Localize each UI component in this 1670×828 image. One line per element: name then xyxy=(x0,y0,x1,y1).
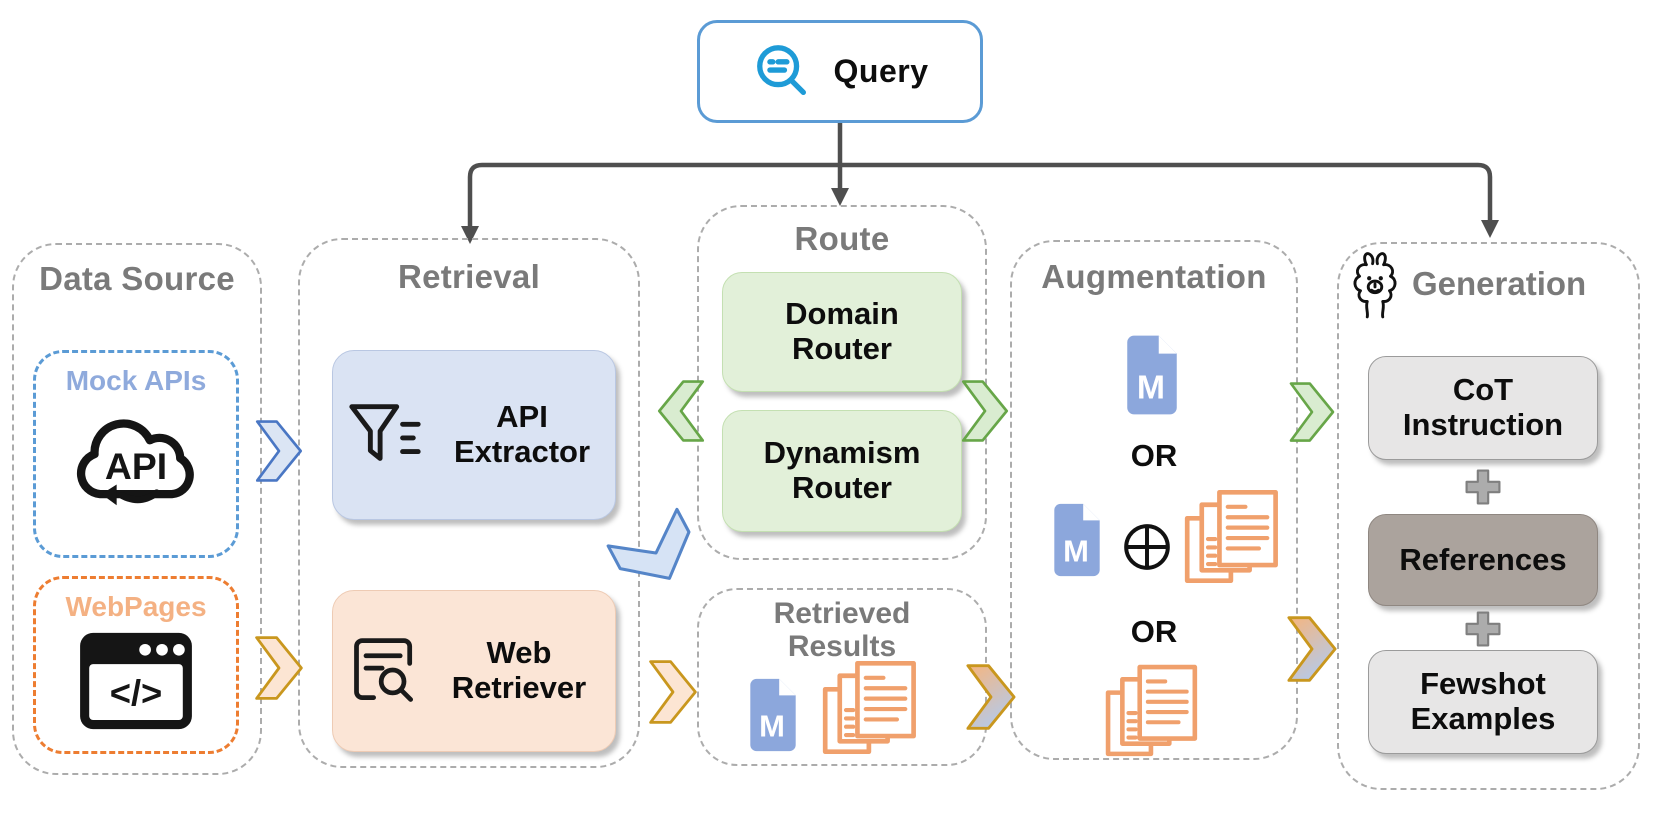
chevron-webpages-to-webretriever xyxy=(254,636,304,700)
document-search-icon xyxy=(353,638,413,702)
svg-text:M: M xyxy=(759,709,785,744)
cot-instruction-box: CoT Instruction xyxy=(1368,356,1598,460)
search-query-icon xyxy=(756,44,806,95)
domain-router-label: Domain Router xyxy=(785,296,899,366)
panel-generation xyxy=(1337,242,1640,790)
llama-icon xyxy=(1353,252,1397,319)
plus-icon xyxy=(1465,611,1501,647)
filter-funnel-icon xyxy=(348,404,421,461)
markdown-file-icon: M xyxy=(1127,335,1177,415)
browser-code-icon: </> xyxy=(80,632,192,730)
markdown-file-icon: M xyxy=(750,678,796,752)
chevron-route-to-augmentation xyxy=(956,380,1014,442)
chevron-route-to-retrieval xyxy=(652,380,710,442)
webpages-label: WebPages xyxy=(65,591,207,622)
stacked-documents-icon xyxy=(1184,489,1278,584)
references-label: References xyxy=(1399,541,1567,577)
panel-augmentation xyxy=(1010,240,1298,760)
generation-header: Generation xyxy=(1346,248,1636,320)
chevron-retrievedresults-to-augmentation xyxy=(960,664,1022,730)
or-label-top: OR xyxy=(1130,438,1178,473)
augmentation-title: Augmentation xyxy=(1041,258,1267,295)
chevron-apiextractor-to-retrievedresults xyxy=(602,500,710,606)
webpages-box: WebPages </> xyxy=(33,576,239,754)
dynamism-router-box: Dynamism Router xyxy=(722,410,962,532)
chevron-webretriever-to-retrievedresults xyxy=(648,660,698,724)
svg-text:M: M xyxy=(1137,369,1165,407)
circle-plus-icon xyxy=(1124,524,1170,570)
domain-router-box: Domain Router xyxy=(722,272,962,392)
query-label: Query xyxy=(833,53,929,89)
dynamism-router-label: Dynamism Router xyxy=(763,435,921,505)
chevron-augmentation-to-generation-bottom xyxy=(1282,616,1342,682)
route-title: Route xyxy=(794,220,890,257)
api-extractor-label: API Extractor xyxy=(453,399,591,469)
data-source-title: Data Source xyxy=(39,260,235,297)
stacked-documents-icon xyxy=(822,660,916,755)
markdown-file-icon: M xyxy=(1054,503,1100,577)
references-box: References xyxy=(1368,514,1598,606)
api-cloud-icon: API xyxy=(76,419,194,506)
code-glyph: </> xyxy=(110,673,163,714)
or-label-bottom: OR xyxy=(1130,614,1178,649)
cot-instruction-label: CoT Instruction xyxy=(1402,372,1564,442)
stacked-documents-icon xyxy=(1105,664,1198,757)
api-cloud-text: API xyxy=(105,445,167,487)
panel-data-source xyxy=(12,243,262,775)
query-box: Query xyxy=(697,20,983,123)
web-retriever-box: Web Retriever xyxy=(332,590,616,752)
fewshot-examples-box: Fewshot Examples xyxy=(1368,650,1598,754)
chevron-mockapis-to-apiextractor xyxy=(254,420,304,482)
panel-retrieval xyxy=(298,238,640,768)
api-extractor-box: API Extractor xyxy=(332,350,616,520)
generation-title: Generation xyxy=(1412,265,1587,302)
plus-icon xyxy=(1465,469,1501,505)
mock-apis-label: Mock APIs xyxy=(65,365,207,396)
chevron-augmentation-to-generation-top xyxy=(1284,382,1340,442)
mock-apis-box: Mock APIs API xyxy=(33,350,239,558)
retrieval-title: Retrieval xyxy=(397,258,541,295)
svg-text:M: M xyxy=(1063,534,1089,569)
fewshot-examples-label: Fewshot Examples xyxy=(1410,666,1556,736)
retrieved-results-title: Retrieved Results xyxy=(773,597,911,663)
web-retriever-label: Web Retriever xyxy=(451,635,587,705)
